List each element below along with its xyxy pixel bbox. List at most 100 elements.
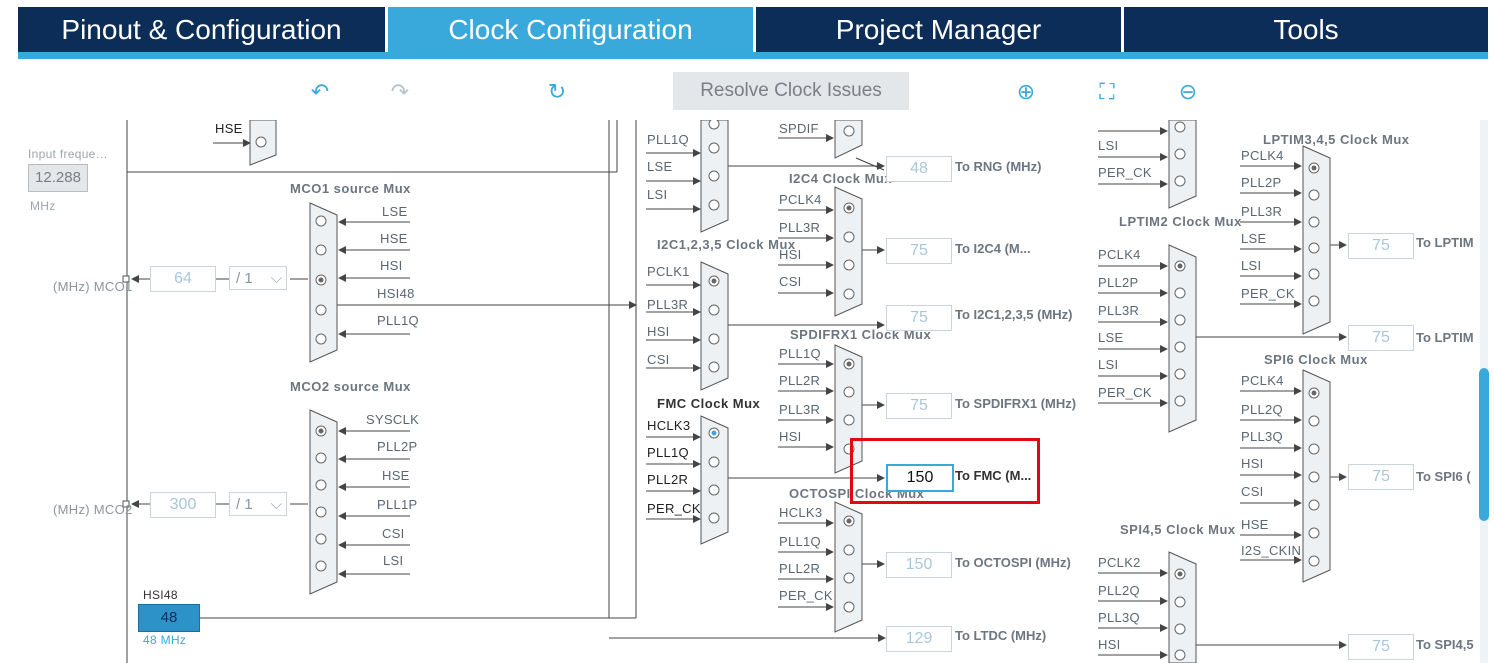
fmc-input-pll2r: PLL2R [647, 472, 689, 487]
hsi48-unit: 48 MHz [143, 633, 187, 647]
chevron-down-icon: ⌵ [270, 496, 282, 513]
spi45-input-hsi: HSI [1098, 637, 1121, 652]
lptim2-frequency-field[interactable]: 75 [1348, 325, 1414, 351]
redo-icon[interactable]: ↷ [390, 79, 410, 104]
spdifrx1-input-hsi: HSI [779, 429, 802, 444]
lptim345-frequency-field[interactable]: 75 [1348, 233, 1414, 259]
input-frequency-label: Input freque… [28, 147, 108, 161]
mco2-input-lsi: LSI [383, 553, 404, 568]
lptim2-input-lse: LSE [1098, 330, 1124, 345]
i2c1235-input-csi: CSI [647, 352, 670, 367]
mco2-frequency-field[interactable]: 300 [150, 492, 216, 518]
spdifrx1-frequency-field[interactable]: 75 [886, 393, 952, 419]
spi6-input-pll3q: PLL3Q [1241, 429, 1283, 444]
chevron-down-icon: ⌵ [270, 270, 282, 287]
tab-tools[interactable]: Tools [1124, 7, 1488, 52]
ltdc-frequency-field[interactable]: 129 [886, 626, 952, 652]
hsi48-field[interactable]: 48 [138, 604, 200, 632]
mco1-input-pll1q: PLL1Q [377, 313, 419, 328]
fmc-frequency-field[interactable]: 150 [886, 464, 954, 492]
mco1-divider-value: / 1 [236, 270, 253, 287]
i2c1235-frequency-field[interactable]: 75 [886, 305, 952, 331]
mco2-output-label: (MHz) MCO2 [53, 502, 133, 517]
zoom-in-icon[interactable]: ⊕ [1016, 79, 1036, 104]
mco1-frequency-field[interactable]: 64 [150, 266, 216, 292]
fmc-output-label: To FMC (M... [955, 468, 1032, 483]
lptim2-input-lsi: LSI [1098, 357, 1119, 372]
i2c4-clock-mux-title: I2C4 Clock Mux [789, 171, 893, 186]
tab-clock-configuration[interactable]: Clock Configuration [388, 7, 753, 52]
octospi-input-pll2r: PLL2R [779, 561, 821, 576]
spi45-input-pll3q: PLL3Q [1098, 610, 1140, 625]
rng-frequency-field[interactable]: 48 [886, 156, 952, 182]
spi45-input-pclk2: PCLK2 [1098, 555, 1141, 570]
lptim345-input-pll3r: PLL3R [1241, 204, 1283, 219]
spdif-input-label: SPDIF [779, 121, 819, 136]
resolve-clock-issues-button[interactable]: Resolve Clock Issues [673, 72, 909, 110]
octospi-frequency-field[interactable]: 150 [886, 552, 952, 578]
clock-tree-diagram [122, 120, 1347, 663]
i2c4-input-hsi: HSI [779, 247, 802, 262]
lptim345-clock-mux-title: LPTIM3,4,5 Clock Mux [1263, 132, 1410, 147]
mco1-divider-select[interactable]: / 1 ⌵ [229, 266, 287, 290]
mco2-input-sysclk: SYSCLK [366, 412, 420, 427]
mco2-divider-select[interactable]: / 1 ⌵ [229, 492, 287, 516]
i2c1235-clock-mux-title: I2C1,2,3,5 Clock Mux [657, 237, 796, 252]
mco1-input-hse: HSE [380, 231, 408, 246]
mco2-input-pll2p: PLL2P [377, 439, 418, 454]
mco1-source-mux-title: MCO1 source Mux [290, 181, 411, 196]
spi6-input-hse: HSE [1241, 517, 1269, 532]
mco2-divider-value: / 1 [236, 496, 253, 513]
spi45-clock-mux-title: SPI4,5 Clock Mux [1120, 522, 1236, 537]
rng-input-pll1q: PLL1Q [647, 132, 689, 147]
mco1-input-hsi: HSI [380, 258, 403, 273]
rng-output-label: To RNG (MHz) [955, 159, 1042, 174]
input-frequency-unit: MHz [30, 199, 56, 213]
spi45-input-pll2q: PLL2Q [1098, 583, 1140, 598]
highlight-box [850, 438, 1040, 504]
spdifrx1-input-pll3r: PLL3R [779, 402, 821, 417]
tab-pinout[interactable]: Pinout & Configuration [18, 7, 385, 52]
reset-icon[interactable]: ↻ [547, 79, 567, 104]
octospi-output-label: To OCTOSPI (MHz) [955, 555, 1071, 570]
lptim345-input-pll2p: PLL2P [1241, 175, 1282, 190]
i2c1235-input-pll3r: PLL3R [647, 297, 689, 312]
octospi-input-hclk3: HCLK3 [779, 505, 823, 520]
spi6-frequency-field[interactable]: 75 [1348, 464, 1414, 490]
spi6-input-pll2q: PLL2Q [1241, 402, 1283, 417]
spi45-frequency-field[interactable]: 75 [1348, 634, 1414, 660]
spi6-input-pclk4: PCLK4 [1241, 373, 1284, 388]
i2c1235-output-label: To I2C1,2,3,5 (MHz) [955, 307, 1073, 322]
rng-input-lsi: LSI [647, 187, 668, 202]
spi6-input-csi: CSI [1241, 484, 1264, 499]
fmc-input-pll1q: PLL1Q [647, 445, 689, 460]
lptim2-input-pclk4: PCLK4 [1098, 247, 1141, 262]
zoom-out-icon[interactable]: ⊖ [1178, 79, 1198, 104]
fmc-clock-mux-title: FMC Clock Mux [657, 396, 761, 411]
i2c4-frequency-field[interactable]: 75 [886, 238, 952, 264]
lptim345-output-label: To LPTIM [1416, 235, 1474, 250]
spi6-input-hsi: HSI [1241, 456, 1264, 471]
spdifrx1-output-label: To SPDIFRX1 (MHz) [955, 396, 1077, 411]
octospi-input-pll1q: PLL1Q [779, 534, 821, 549]
mco2-input-csi: CSI [382, 526, 405, 541]
top-right-input-per-ck: PER_CK [1098, 165, 1152, 180]
ltdc-output-label: To LTDC (MHz) [955, 628, 1047, 643]
rng-input-lse: LSE [647, 159, 673, 174]
tab-project-manager[interactable]: Project Manager [756, 7, 1121, 52]
i2c4-output-label: To I2C4 (M... [955, 241, 1031, 256]
spdifrx1-input-pll1q: PLL1Q [779, 346, 821, 361]
input-frequency-field[interactable]: 12.288 [28, 164, 88, 192]
fit-to-screen-icon[interactable]: ⛶ [1099, 79, 1115, 104]
mco1-input-lse: LSE [382, 204, 408, 219]
vertical-scrollbar-thumb[interactable] [1479, 368, 1489, 521]
lptim345-input-pclk4: PCLK4 [1241, 148, 1284, 163]
undo-icon[interactable]: ↶ [310, 79, 330, 104]
octospi-input-per-ck: PER_CK [779, 588, 833, 603]
spi6-output-label: To SPI6 ( [1416, 469, 1471, 484]
fmc-input-per-ck: PER_CK [647, 501, 701, 516]
hsi48-title: HSI48 [143, 588, 178, 602]
i2c1235-input-pclk1: PCLK1 [647, 264, 690, 279]
i2c1235-input-hsi: HSI [647, 324, 670, 339]
mco2-source-mux-title: MCO2 source Mux [290, 379, 411, 394]
